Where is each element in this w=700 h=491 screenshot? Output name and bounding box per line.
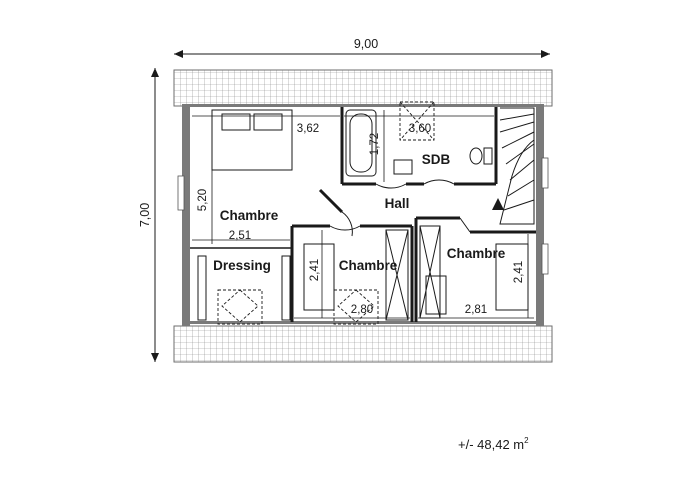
overall-depth-label: 7,00 xyxy=(138,203,152,227)
room-label-dressing: Dressing xyxy=(213,258,271,273)
skylight-sdb xyxy=(399,101,435,141)
dim-lines xyxy=(192,110,534,319)
side-windows xyxy=(177,157,549,275)
room-label-chambre-1: Chambre xyxy=(220,208,279,223)
dim-sdb-width: 3,60 xyxy=(409,123,431,135)
bed xyxy=(211,109,293,171)
overall-width-label: 9,00 xyxy=(354,37,378,51)
staircase xyxy=(492,107,535,225)
overall-depth-dimension xyxy=(151,68,159,362)
dim-dressing-width: 2,51 xyxy=(229,230,251,242)
sink xyxy=(393,159,413,175)
room-label-chambre-3: Chambre xyxy=(447,246,506,261)
dim-chambre-3-depth: 2,41 xyxy=(513,261,525,283)
room-label-sdb: SDB xyxy=(422,152,451,167)
dim-chambre-2-depth: 2,41 xyxy=(309,259,321,281)
dim-chambre-1-width: 3,62 xyxy=(297,123,319,135)
outer-walls xyxy=(182,104,544,326)
total-area: +/- 48,42 m2 xyxy=(458,436,529,452)
room-label-hall: Hall xyxy=(385,196,410,211)
door-swings xyxy=(329,179,471,237)
room-label-chambre-2: Chambre xyxy=(339,258,398,273)
dim-chambre-1-depth: 5,20 xyxy=(197,189,209,211)
interior-walls xyxy=(190,107,536,322)
skylights xyxy=(217,289,379,325)
bathtub xyxy=(345,109,377,177)
dim-chambre-3-width: 2,81 xyxy=(465,304,487,316)
area-exponent: 2 xyxy=(524,436,529,445)
overall-width-dimension xyxy=(174,50,550,58)
toilet xyxy=(469,147,493,165)
roof-top xyxy=(173,69,553,107)
roof-bottom xyxy=(173,325,553,363)
wardrobes xyxy=(197,225,441,321)
dim-sdb-depth: 1,72 xyxy=(369,133,381,155)
dim-chambre-2-width: 2,80 xyxy=(351,304,373,316)
total-area-value: +/- 48,42 m xyxy=(458,437,525,452)
beds-small xyxy=(303,243,529,315)
